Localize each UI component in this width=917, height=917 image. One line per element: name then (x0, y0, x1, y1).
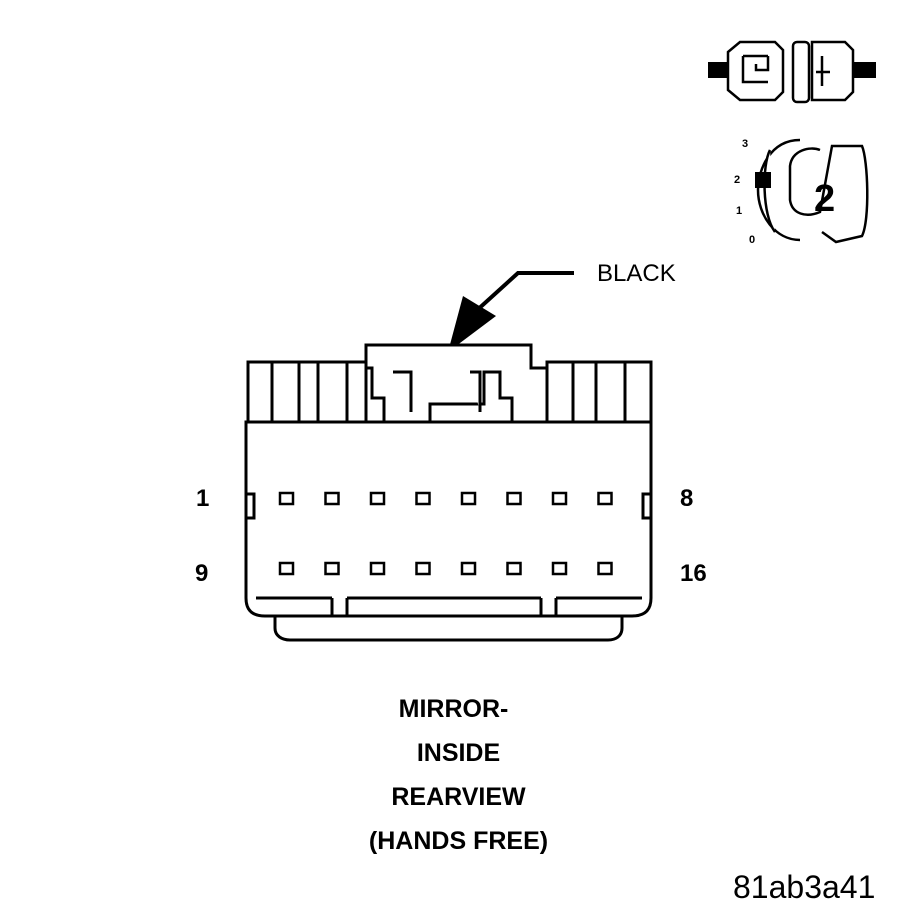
pin-cavity-3 (369, 491, 386, 506)
figure-id: 81ab3a41 (733, 869, 876, 905)
pin-cavity-1 (278, 491, 295, 506)
connector-title-line-1: MIRROR- (398, 695, 509, 723)
pin-cavity-7 (551, 491, 568, 506)
pin-cavity-5 (460, 491, 477, 506)
connector-mating-icon (708, 40, 876, 104)
pin-cavity-2 (324, 491, 340, 506)
connector-title-line-4: (HANDS FREE) (368, 827, 549, 855)
key-scale-2: 2 (734, 174, 741, 186)
key-position-icon (755, 138, 869, 244)
connector-body (244, 343, 653, 642)
pin-cavity-11 (369, 561, 386, 576)
key-scale-0: 0 (749, 234, 756, 246)
pin-cavity-15 (551, 561, 568, 576)
connector-title-line-3: REARVIEW (391, 783, 526, 811)
pin-cavity-12 (415, 561, 431, 576)
pin-cavity-6 (506, 491, 522, 506)
pin-cavity-9 (278, 561, 295, 576)
pin-cavity-16 (597, 561, 613, 576)
pin-label-16: 16 (680, 560, 707, 587)
key-scale-1: 1 (736, 205, 743, 217)
callout-leader (448, 271, 574, 352)
wire-color-callout: BLACK (597, 260, 676, 287)
pin-label-8: 8 (680, 485, 694, 512)
pin-cavity-8 (597, 491, 613, 506)
key-position-number: 2 (814, 178, 836, 220)
pin-label-9: 9 (195, 560, 209, 587)
pin-cavity-14 (506, 561, 522, 576)
connector-title-line-2: INSIDE (416, 739, 501, 767)
pin-cavity-4 (415, 491, 431, 506)
pin-cavities (278, 491, 613, 576)
pin-cavity-10 (324, 561, 340, 576)
pin-label-1: 1 (196, 485, 210, 512)
pin-cavity-13 (460, 561, 477, 576)
key-scale-3: 3 (742, 138, 749, 150)
